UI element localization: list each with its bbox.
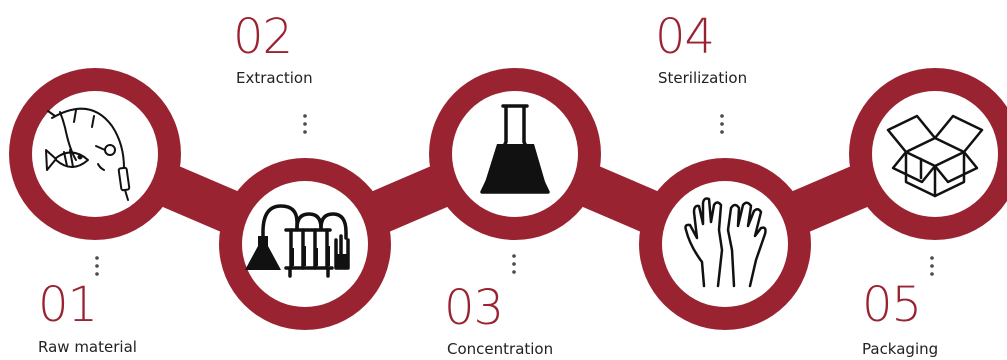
ring-01	[9, 68, 181, 240]
step-number-04: 04	[655, 9, 715, 65]
step-number-03: 03	[444, 280, 504, 336]
distillation-apparatus-icon	[245, 204, 350, 278]
step-label-05: Packaging	[862, 340, 939, 358]
ring-04	[639, 158, 811, 330]
open-box-icon	[886, 114, 984, 198]
erlenmeyer-flask-icon	[480, 104, 550, 194]
step-number-01: 01	[38, 277, 98, 333]
step-number-02: 02	[233, 9, 293, 65]
dots-01	[95, 256, 99, 276]
step-number-05: 05	[862, 277, 922, 333]
step-label-03: Concentration	[447, 340, 554, 358]
dots-05	[930, 256, 934, 276]
step-label-01: Raw material	[38, 338, 137, 356]
dots-04	[720, 114, 724, 134]
dots-03	[512, 254, 516, 274]
fishing-rod-icon	[45, 107, 131, 201]
step-label-04: Sterilization	[658, 69, 748, 87]
step-label-02: Extraction	[236, 69, 313, 87]
gloves-icon	[684, 197, 767, 288]
ring-02	[219, 158, 391, 330]
ring-05	[849, 68, 1007, 240]
dots-02	[303, 114, 307, 134]
